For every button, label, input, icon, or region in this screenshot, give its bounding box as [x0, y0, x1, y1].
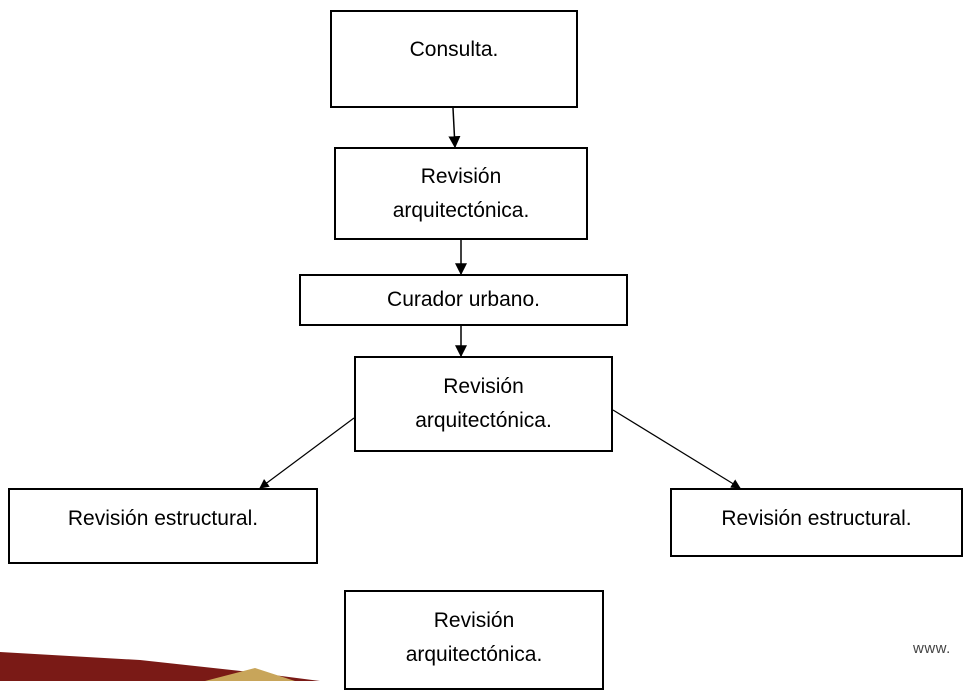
node-revision-estructural-left-label: Revisión estructural.: [67, 507, 259, 530]
node-consulta: Consulta.: [330, 10, 578, 108]
node-revision-estructural-right: Revisión estructural.: [670, 488, 963, 557]
swoosh-gold-band: [205, 668, 295, 681]
node-curador-urbano-label: Curador urbano.: [387, 288, 540, 311]
node-revision-arquitectonica-2: Revisión arquitectónica.: [354, 356, 613, 452]
arrow-consulta-to-revision-1: [448, 107, 461, 149]
node-revision-arquitectonica-1-line-2: arquitectónica.: [392, 198, 530, 222]
node-revision-arquitectonica-3-line-2: arquitectónica.: [405, 643, 543, 666]
node-revision-estructural-right-label: Revisión estructural.: [721, 506, 912, 530]
node-revision-arquitectonica-1-line-1: Revisión: [420, 164, 502, 188]
node-curador-urbano: Curador urbano.: [299, 274, 628, 326]
node-revision-arquitectonica-1: Revisión arquitectónica.: [334, 147, 588, 240]
node-revision-arquitectonica-2-line-2: arquitectónica.: [415, 409, 552, 432]
node-revision-arquitectonica-3: Revisión arquitectónica.: [344, 590, 604, 690]
node-revision-arquitectonica-2-line-1: Revisión: [443, 375, 524, 398]
node-consulta-label: Consulta.: [409, 38, 499, 61]
arrow-revision-2-to-right: [612, 409, 741, 489]
arrow-revision-2-to-left: [259, 417, 355, 489]
node-revision-arquitectonica-3-line-1: Revisión: [433, 609, 515, 632]
node-revision-estructural-left: Revisión estructural.: [8, 488, 318, 564]
footer-website-url: www.: [913, 640, 951, 657]
